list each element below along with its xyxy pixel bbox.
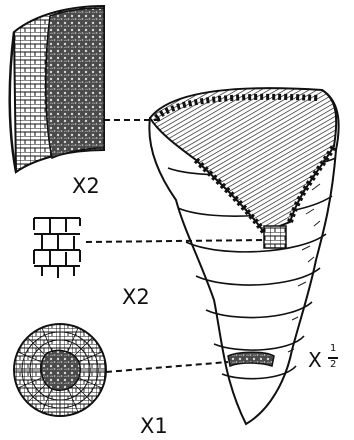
cross-section-disc-icon: [14, 324, 106, 416]
wall-section-icon: [10, 6, 104, 172]
label-cone-denominator: 2: [330, 360, 336, 370]
label-cross-section: X1: [140, 416, 168, 437]
cell-grid-detail-icon: [34, 218, 80, 278]
label-wall-detail: X2: [122, 287, 150, 308]
label-top-section: X2: [72, 176, 100, 197]
label-cone-prefix: X: [308, 350, 322, 370]
label-cone-scale: X 1 2: [308, 344, 348, 376]
label-cone-numerator: 1: [330, 344, 336, 354]
